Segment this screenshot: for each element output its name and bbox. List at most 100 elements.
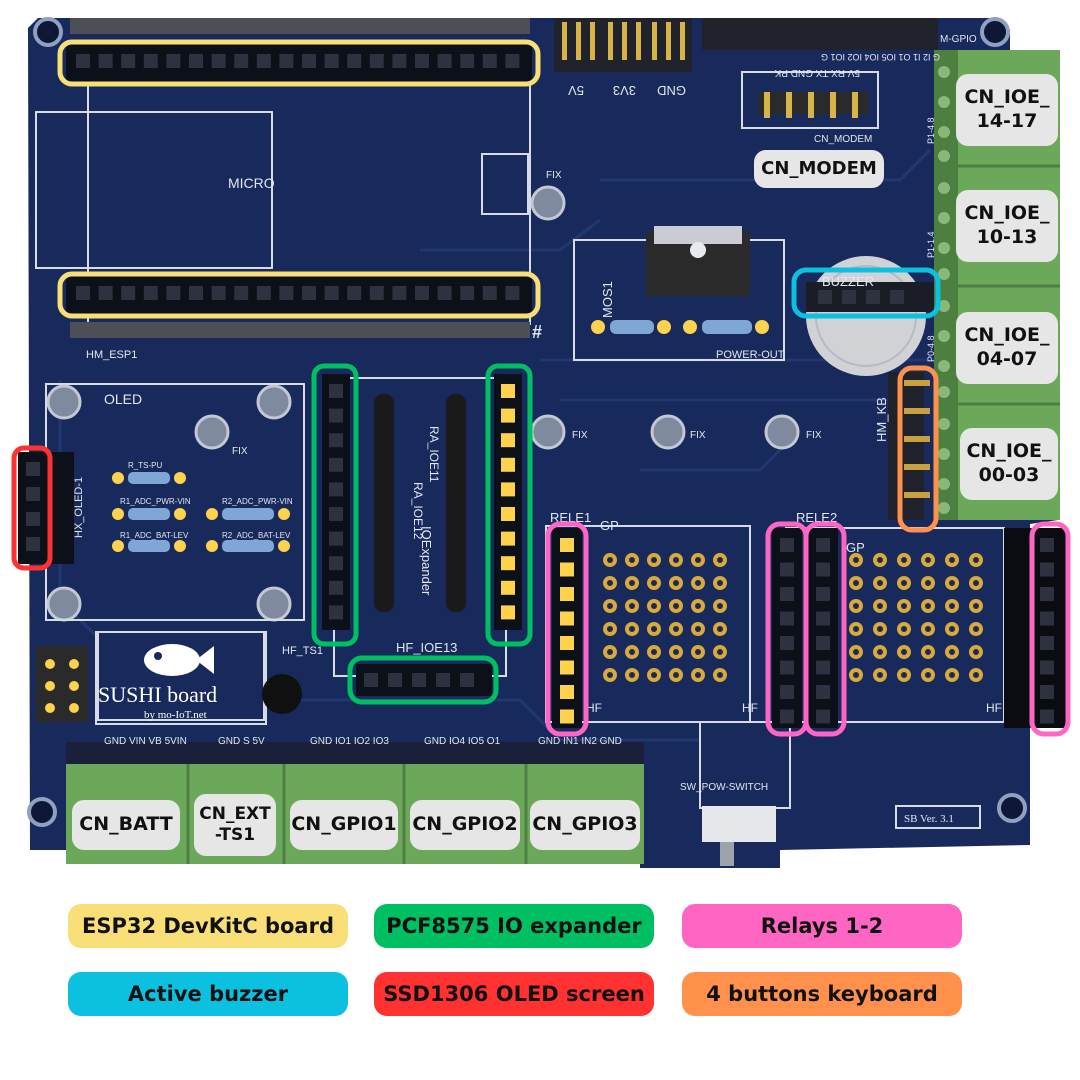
cn-ioe-04-07-line2: 04-07 (976, 348, 1038, 370)
micro-label: MICRO (228, 175, 275, 191)
gp-label-1: GP (600, 518, 619, 533)
p0-48-label: P0-4.8 (926, 335, 936, 362)
p1-14-label: P1-1.4 (926, 231, 936, 258)
gpio3-pins-label: GND IN1 IN2 GND (538, 736, 622, 747)
cn-ioe-14-17-line2: 14-17 (976, 110, 1038, 132)
rele2-label: RELE2 (796, 510, 837, 525)
cn-ioe-00-03-line1: CN_IOE_ (966, 440, 1052, 463)
gpio-pins-label: G I2 I1 O1 IO5 IO4 IO2 IO1 G (821, 52, 940, 62)
cn-gpio2-text: CN_GPIO2 (412, 813, 518, 836)
silkscreen-text: MICRO OLED HM_ESP1 # POWER-OUT BUZZER GP… (73, 34, 1002, 825)
power-out-label: POWER-OUT (716, 349, 785, 361)
ra-ioe11 (446, 394, 466, 612)
legend-keyboard-text: 4 buttons keyboard (706, 982, 938, 1006)
modem-pins-label: 5V RX TX GND PK (774, 67, 860, 78)
cn-ioe-10-13-line1: CN_IOE_ (964, 202, 1050, 225)
cn-modem-text: CN_MODEM (761, 157, 877, 179)
version-label: SB Ver. 3.1 (904, 813, 954, 825)
r2-pwr-label: R2_ADC_PWR-VIN (222, 497, 293, 506)
fish-logo-icon (144, 644, 200, 676)
pwr-3v3-label: 3V3 (613, 83, 636, 98)
cn-ioe-00-03-line2: 00-03 (978, 464, 1040, 486)
gp-label-2: GP (846, 540, 865, 555)
mounting-holes (27, 17, 1027, 827)
hm-kb-label: HM_KB (874, 397, 889, 442)
ioe13-highlight (347, 655, 499, 705)
hf-label-3: HF (586, 701, 602, 715)
r1-bat-label: R1_ADC_BAT-LEV (120, 531, 189, 540)
r2-bat-label: R2_ADC_BAT-LEV (222, 531, 291, 540)
cn-ioe-04-07-line1: CN_IOE_ (964, 324, 1050, 347)
keyboard-highlight (897, 365, 939, 533)
top-pin-row (70, 18, 530, 34)
modem-header-pins (758, 92, 868, 118)
ioexpander-label: IOExpander (419, 526, 434, 596)
brand-label: SUSHI board (98, 682, 217, 707)
esp-header-holes (76, 54, 520, 300)
ra-ioe12-label: RA_IOE12 (411, 482, 425, 540)
rele1-label: RELE1 (550, 510, 591, 525)
cn-batt-text: CN_BATT (79, 813, 173, 836)
r1-pwr-label: R1_ADC_PWR-VIN (120, 497, 191, 506)
m-gpio-silk: M-GPIO (940, 34, 977, 45)
legend-keyboard: 4 buttons keyboard (682, 972, 962, 1016)
gpio1-pins-label: GND IO1 IO2 IO3 (310, 736, 389, 747)
cn-gpio1-badge: CN_GPIO1 (290, 800, 398, 850)
ra-ioe12 (374, 394, 394, 612)
batt-pins-label: GND VIN VB 5VIN (104, 736, 187, 747)
m-gpio-header (702, 18, 938, 50)
cn-ioe-14-17-line1: CN_IOE_ (964, 86, 1050, 109)
ra-ioe11-label: RA_IOE11 (427, 426, 441, 483)
highlight-outlines (11, 39, 1071, 737)
relay-pad-grids (603, 553, 983, 682)
cn-batt-badge: CN_BATT (72, 800, 180, 850)
power-switch-icon (702, 806, 776, 842)
cn-gpio3-text: CN_GPIO3 (532, 813, 638, 836)
legend-esp32-text: ESP32 DevKitC board (81, 914, 334, 938)
legend-io-expander-text: PCF8575 IO expander (386, 914, 642, 938)
oled-highlight (11, 445, 53, 571)
legend-io-expander: PCF8575 IO expander (374, 904, 654, 948)
hf-ioe13-label: HF_IOE13 (396, 640, 457, 655)
ts-pins-label: GND S 5V (218, 736, 265, 747)
hf-label-2: HF (986, 701, 1002, 715)
legend-relays: Relays 1-2 (682, 904, 962, 948)
cn-modem-badge: CN_MODEM (754, 150, 884, 188)
esp-header-top (66, 44, 532, 82)
cn-ext-line2: -TS1 (214, 825, 256, 845)
esp32-highlight-bottom (57, 271, 541, 319)
fix-label-3: FIX (690, 430, 706, 441)
fix-label-4: FIX (806, 430, 822, 441)
relay-right-highlight (1029, 521, 1071, 737)
gpio2-pins-label: GND IO4 IO5 O1 (424, 736, 501, 747)
byline-label: by mo-IoT.net (144, 709, 207, 721)
relay-right-header (1004, 528, 1066, 728)
esp32-highlight-top (57, 39, 541, 87)
cn-gpio3-badge: CN_GPIO3 (530, 800, 640, 850)
cn-gpio2-badge: CN_GPIO2 (410, 800, 520, 850)
bottom-pin-row (70, 322, 530, 338)
fix-label-5: FIX (232, 446, 248, 457)
sw-pow-label: SW_POW-SWITCH (680, 782, 768, 793)
cn-ioe-10-13-line2: 10-13 (976, 226, 1038, 248)
buzzer-highlight (791, 267, 941, 319)
legend-oled: SSD1306 OLED screen (374, 972, 654, 1016)
buzzer-label: BUZZER (822, 274, 874, 289)
relay2-highlight-b (803, 521, 847, 737)
hf-label-1: HF (742, 701, 758, 715)
hm-esp-label: HM_ESP1 (86, 349, 137, 361)
hash-label: # (532, 322, 542, 342)
resistors (112, 320, 769, 552)
esp-header-bottom (66, 276, 532, 314)
sensor-component (262, 674, 302, 714)
legend-oled-text: SSD1306 OLED screen (383, 982, 645, 1006)
ioe-highlight-left (311, 363, 359, 647)
pwr-5v-label: 5V (568, 83, 584, 98)
fix-label-2: FIX (572, 430, 588, 441)
cn-ioe-04-07-badge: CN_IOE_04-07 (956, 312, 1058, 384)
cn-modem-silk: CN_MODEM (814, 134, 872, 145)
legend-buzzer: Active buzzer (68, 972, 348, 1016)
relay1-highlight (545, 521, 589, 737)
r-ts-pu-label: R_TS-PU (128, 461, 162, 470)
